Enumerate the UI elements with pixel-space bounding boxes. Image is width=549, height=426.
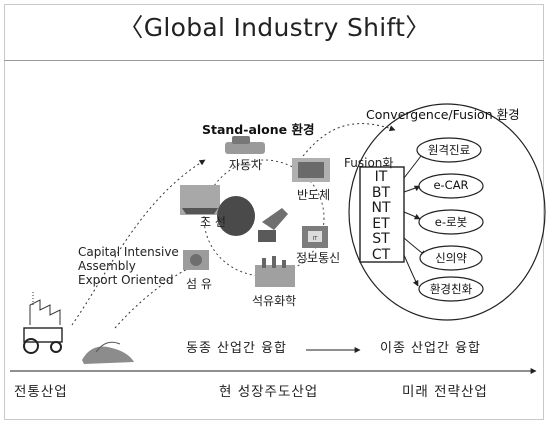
tech-code-box: [359, 166, 405, 263]
label-car: 자동차: [229, 158, 263, 172]
convergence-ellipse: [348, 103, 546, 321]
tech-code-it: IT: [374, 169, 388, 185]
ship-photo: [180, 185, 220, 215]
traditional-note-line-2: Assembly: [78, 259, 136, 273]
pill-5-outline: [418, 276, 484, 302]
future-item-erobot: e-로봇: [434, 215, 468, 229]
dotted-curve-upper: [71, 159, 206, 326]
tech-code-list: IT BT NT ET ST CT: [358, 169, 404, 263]
label-ship: 조 선: [200, 215, 226, 229]
tractor-illustration: [23, 327, 63, 354]
traditional-note: Capital Intensive Assembly Export Orient…: [78, 245, 179, 287]
label-different-type-fusion: 이종 산업간 융합: [380, 341, 481, 356]
arrow-to-pill-2: [403, 185, 421, 193]
petrochem-photo: [255, 256, 295, 287]
center-globe: [217, 196, 255, 236]
robot-arm-photo: [258, 208, 288, 242]
tech-code-ct: CT: [371, 246, 391, 263]
label-petrochem: 석유화학: [252, 294, 297, 308]
stage-traditional: 전통산업: [14, 384, 68, 400]
future-item-ecar: e-CAR: [433, 178, 469, 192]
tech-code-bt: BT: [371, 184, 391, 201]
label-fiber: 섬 유: [186, 277, 212, 291]
future-item-remote-care: 원격진료: [427, 143, 471, 157]
future-item-eco: 환경친화: [429, 282, 473, 296]
label-ict: 정보통신: [296, 251, 341, 265]
car-photo: [225, 136, 265, 154]
label-same-type-fusion: 동종 산업간 융합: [186, 341, 287, 356]
semiconductor-photo: [292, 158, 330, 182]
standalone-ring: [203, 159, 325, 277]
arrow-to-pill-5: [403, 254, 419, 287]
traditional-note-line-1: Capital Intensive: [78, 245, 179, 259]
pill-1-outline: [416, 137, 482, 163]
pill-3-outline: [418, 209, 484, 235]
pill-2-outline: [418, 173, 484, 199]
future-item-new-medicine: 신의약: [435, 251, 467, 265]
tech-code-nt: NT: [371, 200, 391, 216]
traditional-note-line-3: Export Oriented: [78, 273, 174, 287]
arrow-to-pill-3: [403, 211, 421, 220]
factory-illustration: [29, 292, 61, 325]
standalone-header: Stand-alone 환경: [202, 122, 315, 137]
pill-4-outline: [419, 245, 483, 271]
tech-code-st: ST: [372, 231, 390, 247]
stage-growth: 현 성장주도산업: [219, 384, 319, 400]
fiber-photo: [183, 250, 209, 270]
fusion-label: Fusion화: [344, 156, 394, 170]
diagram-title: 〈Global Industry Shift〉: [118, 13, 431, 42]
convergence-header: Convergence/Fusion 환경: [366, 107, 520, 122]
label-semiconductor: 반도체: [297, 188, 331, 202]
ict-photo: IT: [302, 226, 328, 248]
shoes-illustration: [82, 341, 134, 364]
figure-frame: [4, 4, 544, 420]
svg-text:IT: IT: [313, 236, 318, 242]
title-divider: [4, 60, 544, 61]
tech-code-et: ET: [372, 215, 390, 232]
stage-future: 미래 전략산업: [402, 384, 488, 400]
